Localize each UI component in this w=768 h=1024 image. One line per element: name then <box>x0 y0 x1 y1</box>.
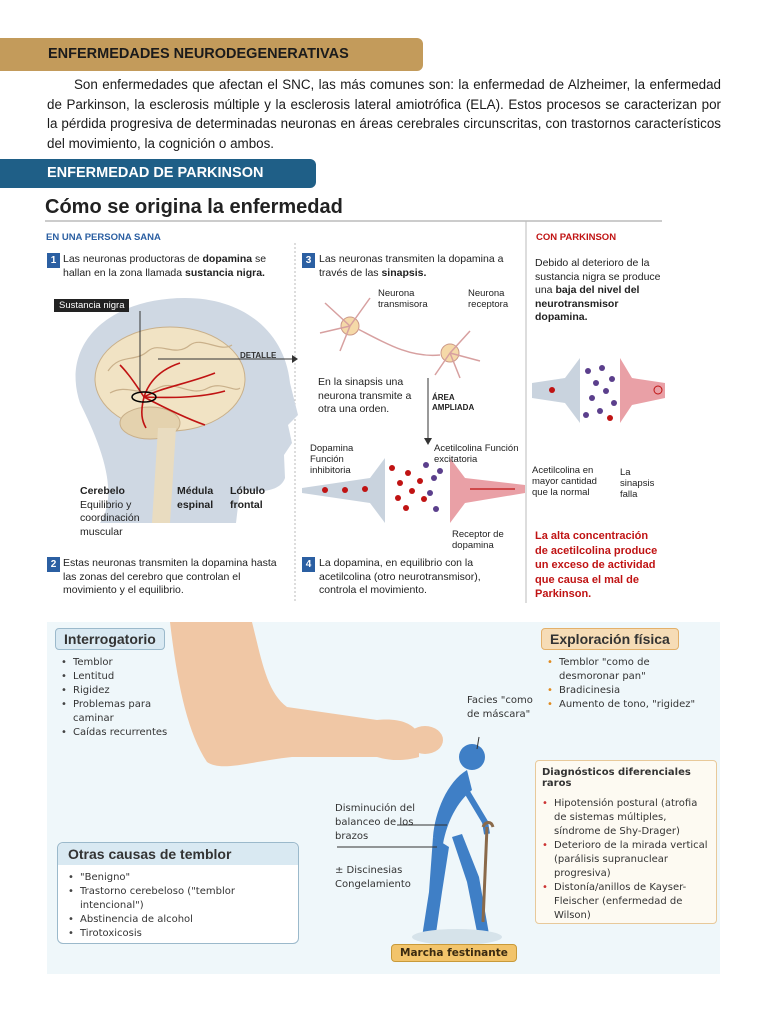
step3-text: Las neuronas transmiten la dopamina a tr… <box>319 253 504 279</box>
conclusion-text: La alta concentración de acetilcolina pr… <box>535 530 658 600</box>
step2-number: 2 <box>47 557 60 572</box>
detalle-label: DETALLE <box>240 351 277 360</box>
list-item: Hipotensión postural (atrofia de sistema… <box>542 797 710 839</box>
interrogatorio-title: Interrogatorio <box>55 628 165 650</box>
list-item: Tirotoxicosis <box>68 927 288 941</box>
sustancia-nigra-label: Sustancia nigra <box>54 299 130 312</box>
diagnosticos-box: Diagnósticos diferenciales raros Hipoten… <box>535 760 717 924</box>
infographic-art <box>45 220 665 603</box>
neurona-receptora-label: Neurona receptora <box>468 288 509 310</box>
sinapsis-falla-label: La sinapsis falla <box>620 467 655 500</box>
parkinson-label: CON PARKINSON <box>536 232 617 243</box>
clinical-art <box>170 622 502 945</box>
intro-paragraph: Son enfermedades que afectan el SNC, las… <box>47 77 721 151</box>
neurona-transmisora-label: Neurona transmisora <box>378 288 428 310</box>
otras-causas-box: Otras causas de temblor "Benigno" Trasto… <box>57 842 299 944</box>
lobulo-label: Lóbulo frontal <box>230 485 265 511</box>
list-item: "Benigno" <box>68 871 288 885</box>
list-item: Problemas para caminar <box>61 698 171 726</box>
step4-text: La dopamina, en equilibrio con la acetil… <box>319 557 481 596</box>
list-item: Deterioro de la mirada vertical (parális… <box>542 839 710 881</box>
list-item: Abstinencia de alcohol <box>68 913 288 927</box>
section-banner: ENFERMEDADES NEURODEGENERATIVAS <box>0 38 423 71</box>
list-item: Rigidez <box>61 684 171 698</box>
subsection-banner: ENFERMEDAD DE PARKINSON <box>0 159 316 188</box>
exploracion-title: Exploración física <box>541 628 679 650</box>
diagnosticos-title: Diagnósticos diferenciales raros <box>542 767 691 789</box>
step1-text: Las neuronas productoras de dopamina se … <box>63 253 267 279</box>
step1-number: 1 <box>47 253 60 268</box>
discinesias-label: ± Discinesias Congelamiento <box>335 865 411 890</box>
section-title: ENFERMEDADES NEURODEGENERATIVAS <box>48 46 349 62</box>
otras-causas-title: Otras causas de temblor <box>58 843 298 865</box>
dopamina-label: Dopamina Función inhibitoria <box>310 443 354 476</box>
list-item: Bradicinesia <box>547 684 707 698</box>
step3-number: 3 <box>302 253 315 268</box>
list-item: Caídas recurrentes <box>61 726 171 740</box>
acetilcolina-mayor-label: Acetilcolina en mayor cantidad que la no… <box>532 465 597 498</box>
interrogatorio-list: Temblor Lentitud Rigidez Problemas para … <box>61 656 171 740</box>
sinapsis-text: En la sinapsis una neurona transmite a o… <box>318 376 412 415</box>
exploracion-list: Temblor "como de desmoronar pan" Bradici… <box>547 656 707 712</box>
otras-causas-list: "Benigno" Trastorno cerebeloso ("temblor… <box>68 871 288 941</box>
step4-number: 4 <box>302 557 315 572</box>
infographic-title: Cómo se origina la enfermedad <box>45 196 343 218</box>
subsection-title: ENFERMEDAD DE PARKINSON <box>47 165 264 181</box>
step2-text: Estas neuronas transmiten la dopamina ha… <box>63 557 277 596</box>
infographic: Cómo se origina la enfermedad EN UNA PER… <box>40 193 668 607</box>
marcha-label: Marcha festinante <box>391 944 517 962</box>
healthy-label: EN UNA PERSONA SANA <box>46 232 161 243</box>
acetilcolina-label: Acetilcolina Función excitatoria <box>434 443 519 465</box>
clinical-illustration: Interrogatorio Temblor Lentitud Rigidez … <box>47 622 720 974</box>
receptor-label: Receptor de dopamina <box>452 529 504 551</box>
list-item: Trastorno cerebeloso ("temblor intencion… <box>68 885 288 913</box>
list-item: Aumento de tono, "rigidez" <box>547 698 707 712</box>
area-ampliada-label: ÁREA AMPLIADA <box>432 393 475 412</box>
list-item: Lentitud <box>61 670 171 684</box>
medula-label: Médula espinal <box>177 485 214 511</box>
diagnosticos-list: Hipotensión postural (atrofia de sistema… <box>542 797 710 923</box>
disminucion-label: Disminución del balanceo de los brazos <box>335 803 416 842</box>
facies-label: Facies "como de máscara" <box>467 695 533 720</box>
list-item: Temblor "como de desmoronar pan" <box>547 656 707 684</box>
list-item: Distonía/anillos de Kayser-Fleischer (en… <box>542 881 710 923</box>
parkinson-text: Debido al deterioro de la sustancia nigr… <box>535 257 661 323</box>
list-item: Temblor <box>61 656 171 670</box>
